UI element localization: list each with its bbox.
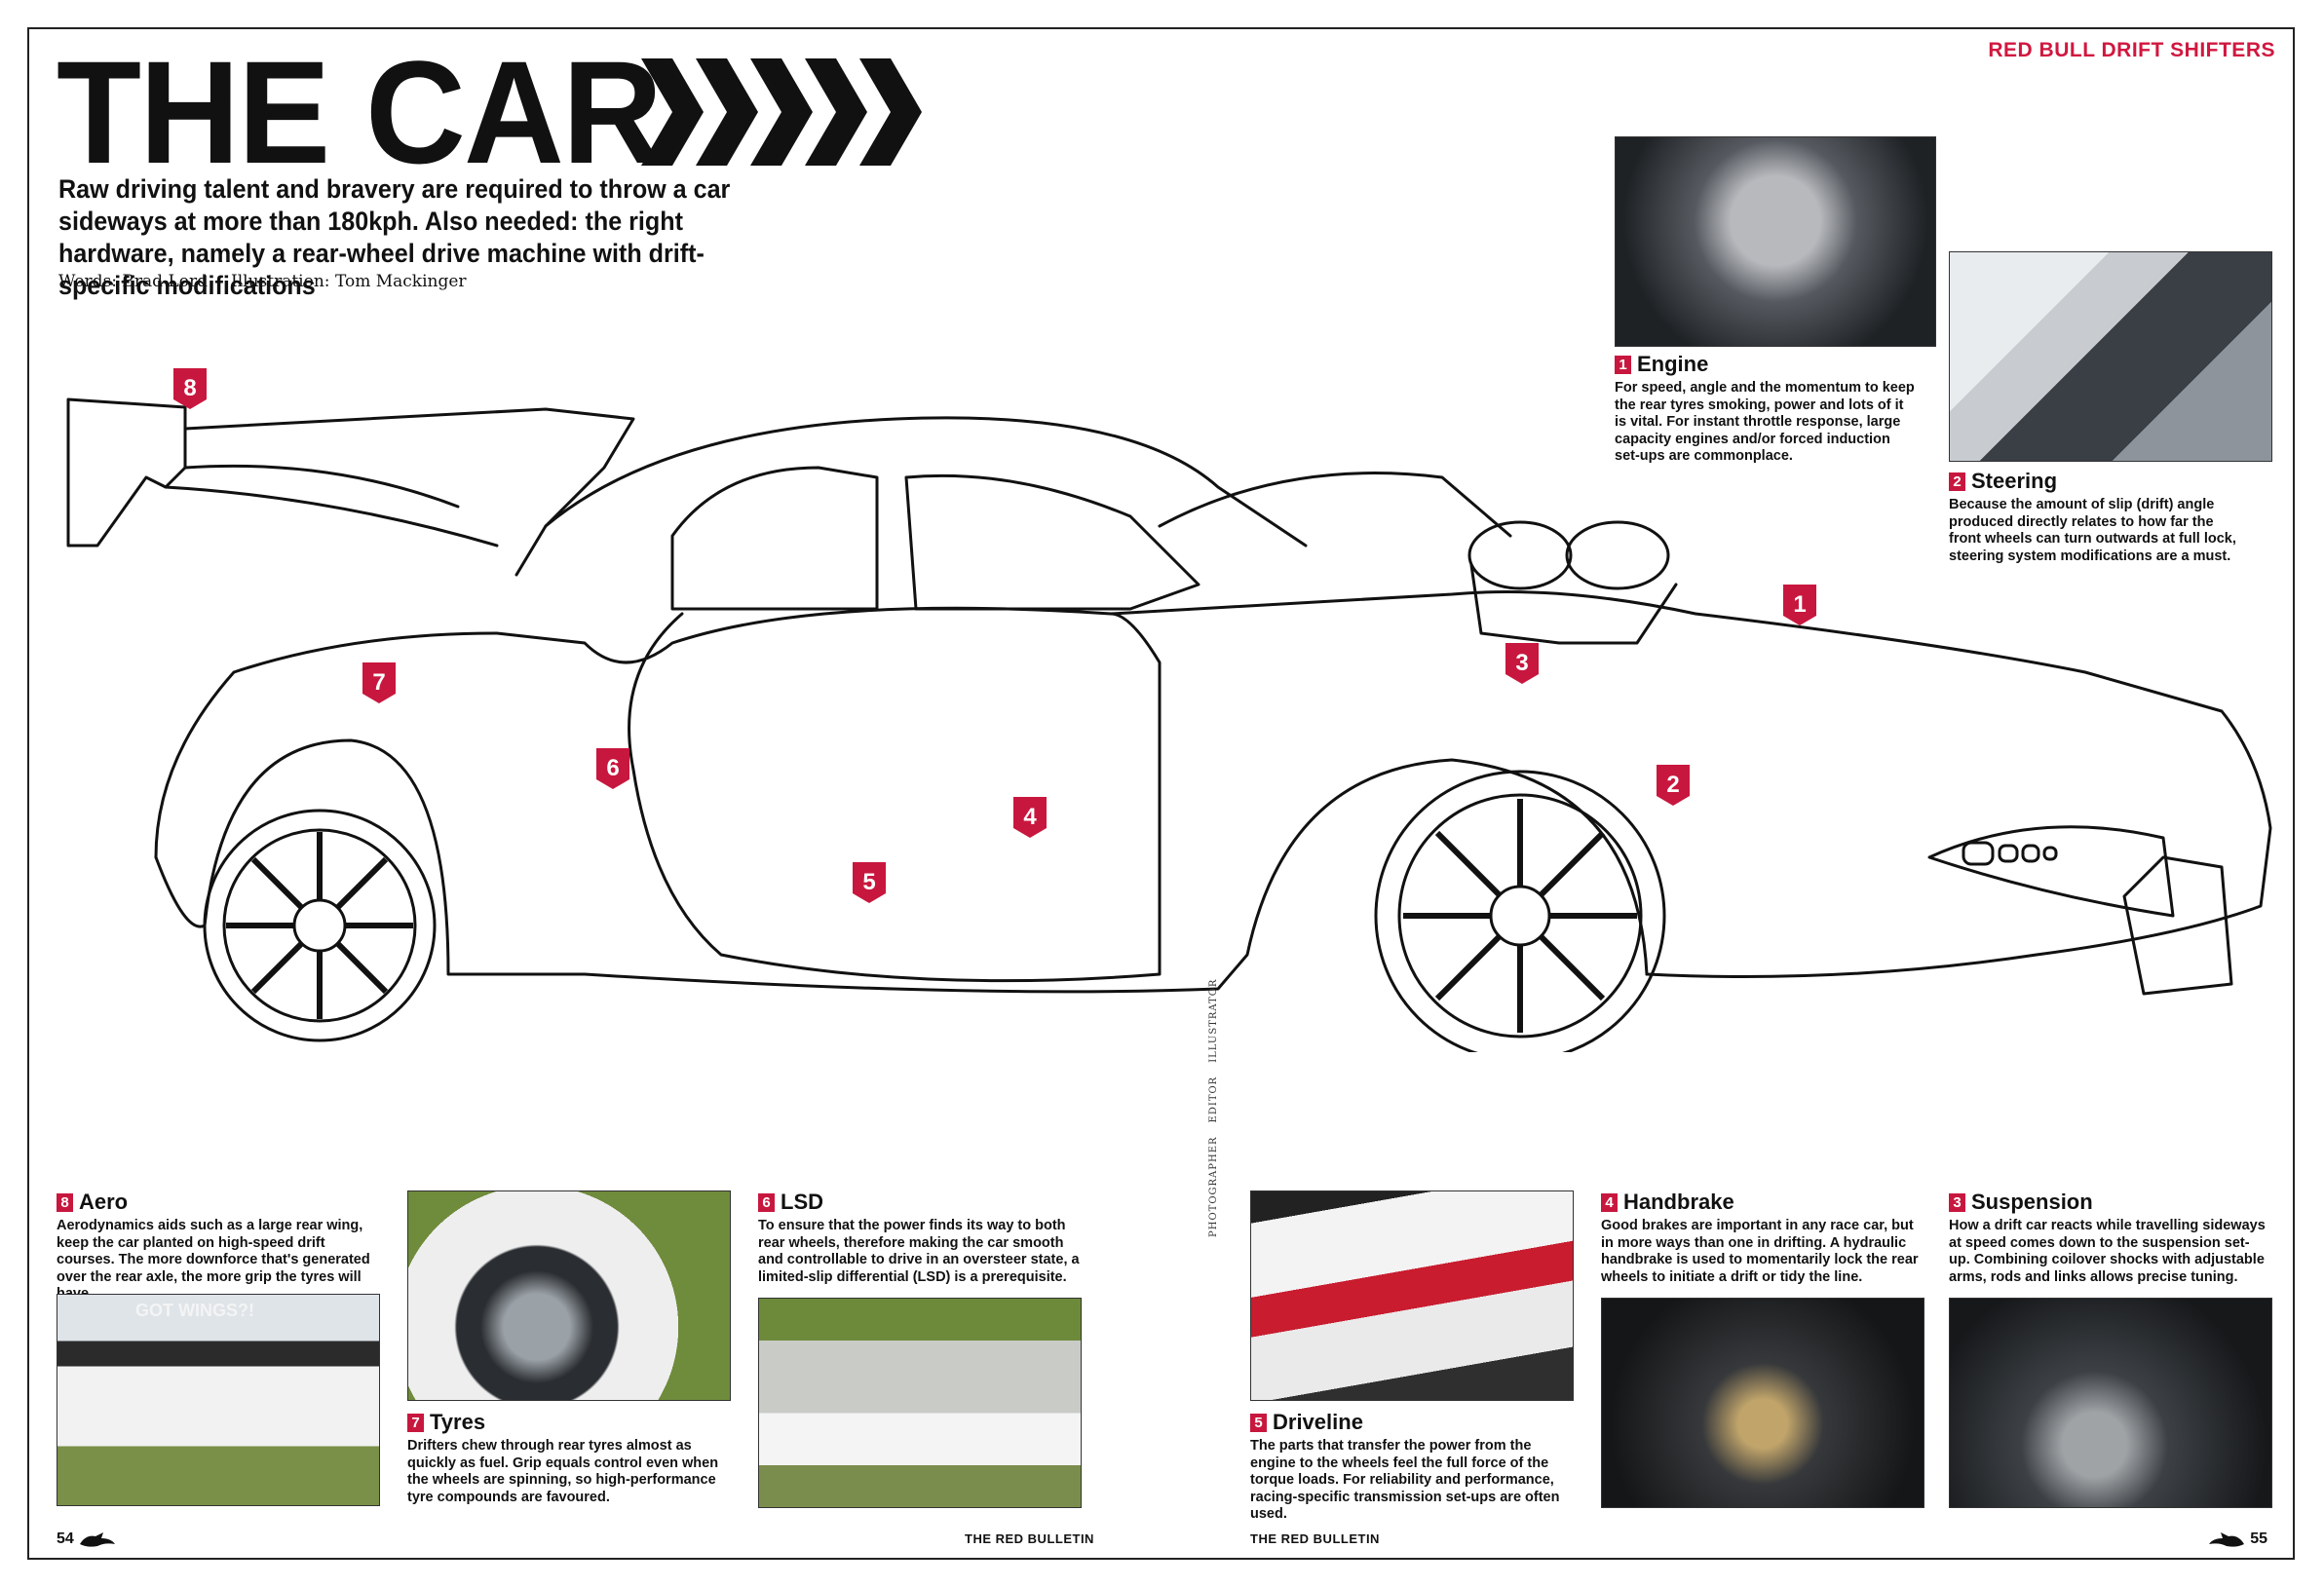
suspension-text: How a drift car reacts while travelling … (1949, 1218, 2266, 1285)
driveline-title: Driveline (1273, 1410, 1363, 1434)
engine-box: 1 Engine For speed, angle and the momentu… (1615, 353, 1917, 466)
suspension-photo (1949, 1298, 2272, 1508)
suspension-title: Suspension (1971, 1190, 2093, 1214)
tyres-text: Drifters chew through rear tyres almost … (407, 1438, 719, 1505)
lsd-title: LSD (781, 1190, 823, 1214)
lsd-text: To ensure that the power finds its way t… (758, 1218, 1080, 1285)
editor-credit: EDITOR (1208, 1076, 1219, 1123)
marker-8: 8 (173, 368, 207, 409)
page-number-right-text: 55 (2250, 1530, 2267, 1547)
engine-text: For speed, angle and the momentum to kee… (1615, 380, 1915, 464)
aero-text: Aerodynamics aids such as a large rear w… (57, 1218, 370, 1302)
steering-title: Steering (1971, 469, 2058, 493)
page-number-left: 54 (57, 1530, 117, 1548)
byline: Words: Brad Lord Illustration: Tom Mackin… (58, 272, 467, 291)
red-bull-logo-icon (80, 1531, 116, 1547)
driveline-badge: 5 (1250, 1413, 1267, 1432)
steering-photo (1949, 251, 2272, 462)
chevron-arrows-icon (641, 58, 922, 166)
tyres-photo (407, 1190, 731, 1401)
red-bull-logo-icon (2208, 1531, 2244, 1547)
lsd-photo (758, 1298, 1082, 1508)
headline: THE CAR (57, 30, 663, 194)
marker-4-label: 4 (1023, 804, 1037, 830)
steering-box: 2 Steering Because the amount of slip (dr… (1949, 470, 2246, 565)
tyres-box: 7 Tyres Drifters chew through rear tyres … (407, 1411, 719, 1506)
tyres-title: Tyres (430, 1410, 486, 1434)
handbrake-badge: 4 (1601, 1192, 1618, 1212)
marker-2-label: 2 (1666, 772, 1679, 798)
lsd-box: 6 LSD To ensure that the power finds its … (758, 1190, 1080, 1286)
driveline-photo (1250, 1190, 1574, 1401)
page-number-right: 55 (2207, 1530, 2267, 1548)
marker-6: 6 (596, 748, 629, 789)
marker-3: 3 (1505, 643, 1539, 684)
driveline-text: The parts that transfer the power from t… (1250, 1438, 1560, 1522)
marker-7-label: 7 (372, 669, 385, 696)
suspension-badge: 3 (1949, 1192, 1965, 1212)
side-credits: PHOTOGRAPHER EDITOR ILLUSTRATOR (1208, 979, 1219, 1237)
marker-8-label: 8 (183, 375, 196, 401)
engine-badge: 1 (1615, 355, 1631, 374)
engine-title: Engine (1637, 352, 1709, 376)
standfirst: Raw driving talent and bravery are requi… (58, 174, 731, 300)
section-label: RED BULL DRIFT SHIFTERS (1988, 39, 2275, 61)
engine-photo (1615, 136, 1936, 347)
driveline-box: 5 Driveline The parts that transfer the p… (1250, 1411, 1577, 1524)
page-frame (27, 27, 2295, 1560)
marker-2: 2 (1657, 765, 1690, 806)
aero-photo: GOT WINGS?! (57, 1294, 380, 1506)
marker-3-label: 3 (1515, 650, 1528, 676)
handbrake-title: Handbrake (1623, 1190, 1734, 1214)
lsd-badge: 6 (758, 1192, 775, 1212)
tyres-badge: 7 (407, 1413, 424, 1432)
marker-7: 7 (362, 662, 396, 703)
steering-badge: 2 (1949, 472, 1965, 491)
marker-6-label: 6 (606, 755, 619, 781)
illustration-credit: Illustration: Tom Mackinger (231, 272, 467, 291)
aero-box: 8 Aero Aerodynamics aids such as a large … (57, 1190, 384, 1304)
page-number-left-text: 54 (57, 1530, 74, 1547)
runner-left: THE RED BULLETIN (965, 1531, 1094, 1546)
illustrator-credit: ILLUSTRATOR (1208, 978, 1219, 1063)
marker-1: 1 (1783, 585, 1816, 625)
aero-badge: 8 (57, 1192, 73, 1212)
marker-5: 5 (853, 862, 886, 903)
marker-1-label: 1 (1793, 591, 1806, 618)
car-illustration (66, 397, 2272, 1052)
aero-title: Aero (79, 1190, 129, 1214)
suspension-box: 3 Suspension How a drift car reacts while… (1949, 1190, 2270, 1286)
steering-text: Because the amount of slip (drift) angle… (1949, 497, 2236, 564)
runner-right: THE RED BULLETIN (1250, 1531, 1380, 1546)
marker-5-label: 5 (862, 869, 875, 895)
photographer-credit: PHOTOGRAPHER (1208, 1136, 1219, 1237)
handbrake-photo (1601, 1298, 1924, 1508)
handbrake-text: Good brakes are important in any race ca… (1601, 1218, 1919, 1285)
words-credit: Words: Brad Lord (58, 272, 208, 291)
marker-4: 4 (1013, 797, 1047, 838)
aero-photo-wing-text: GOT WINGS?! (135, 1301, 254, 1320)
